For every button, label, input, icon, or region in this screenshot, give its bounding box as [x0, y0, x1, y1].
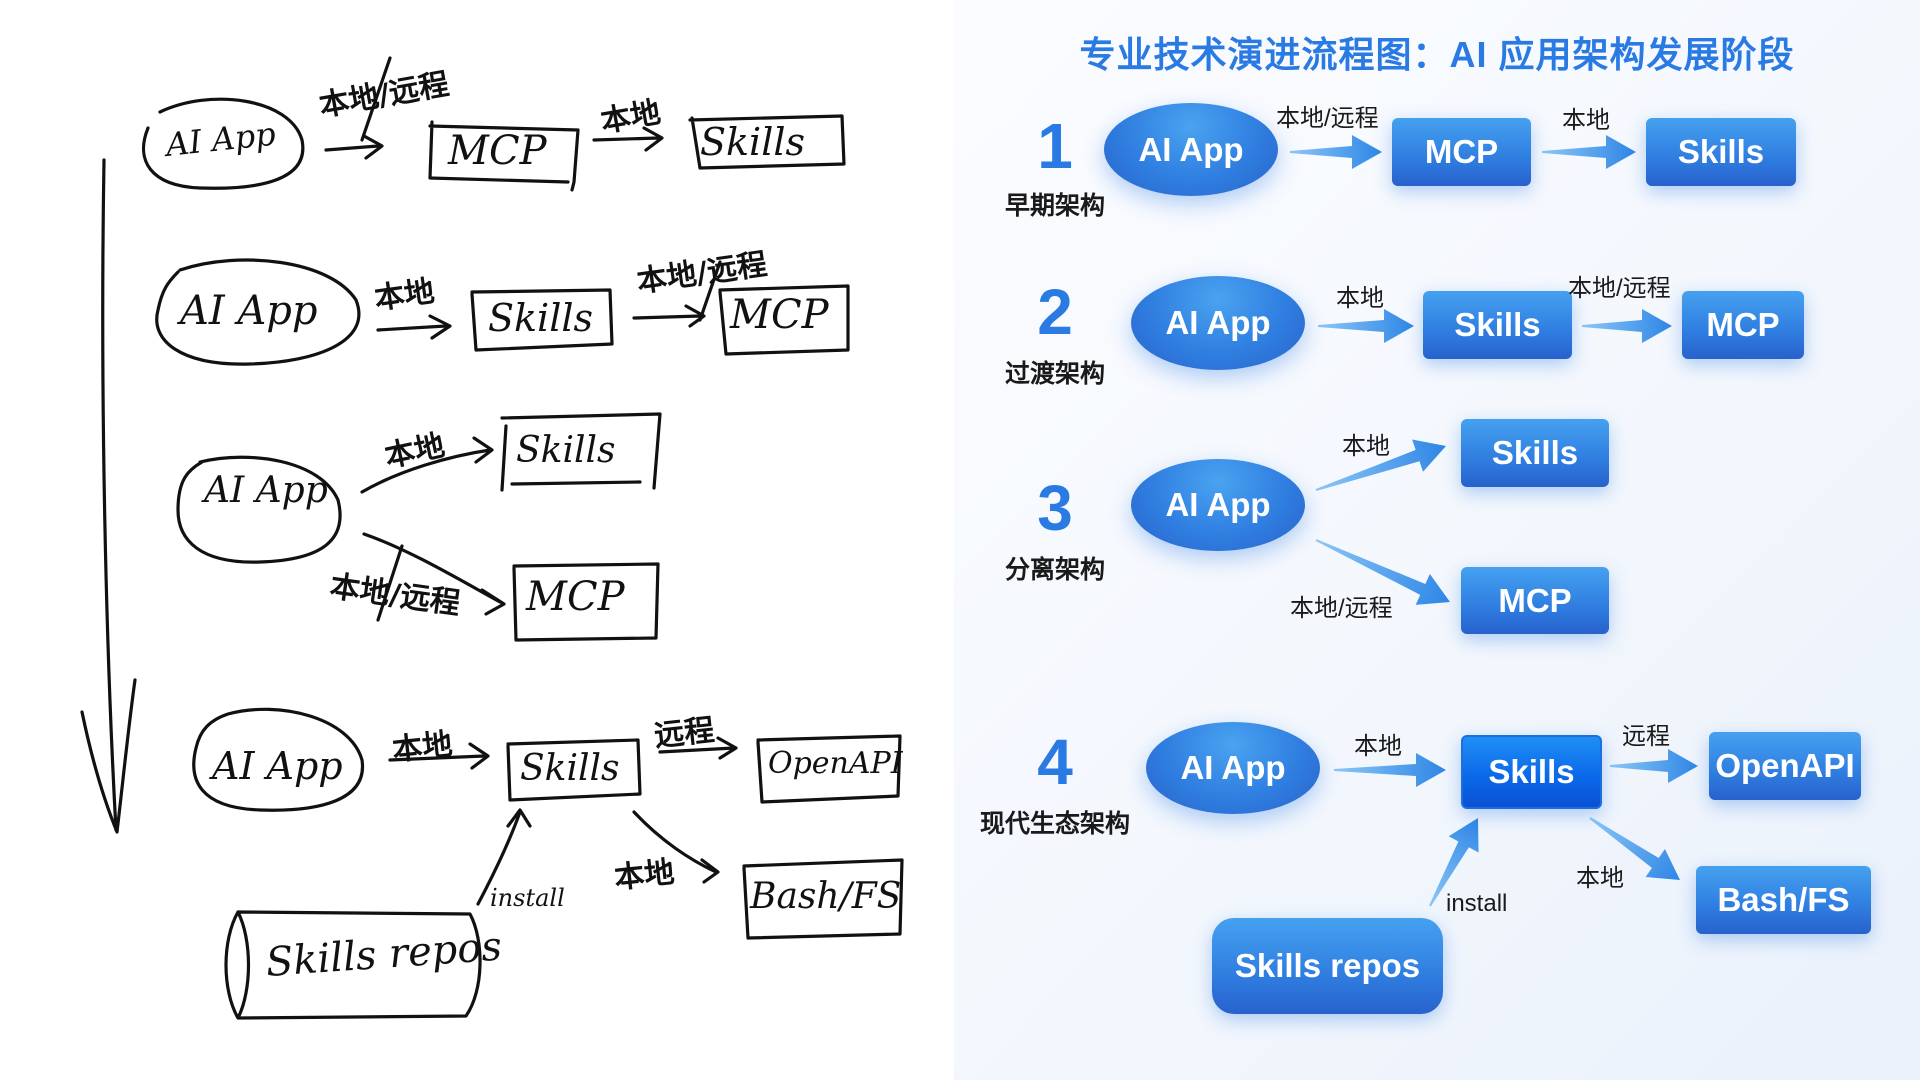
stage3-mcp-node[interactable]: MCP — [1461, 567, 1609, 634]
stage3-number: 3 — [1037, 472, 1073, 544]
stage4-number: 4 — [1037, 726, 1073, 798]
sketch-row1-box2 — [688, 114, 846, 170]
stage3-edge1-label: 本地 — [1342, 433, 1390, 460]
sketch-row4-app-oval — [192, 707, 365, 812]
sketch-row1-node2: Skills — [700, 120, 806, 164]
sketch-row3-box1 — [500, 412, 662, 492]
stage2-number: 2 — [1037, 276, 1073, 348]
stage4-openapi-node[interactable]: OpenAPI — [1709, 732, 1861, 800]
stage1-edge2-label: 本地 — [1562, 107, 1610, 134]
sketch-row4-node-skills: Skills — [520, 748, 620, 789]
stage1-label: 早期架构 — [1004, 192, 1105, 220]
sketch-row3-node1: Skills — [516, 430, 616, 471]
sketch-row2-app-oval — [155, 258, 361, 366]
stage4-label: 现代生态架构 — [979, 810, 1130, 838]
sketch-timeline-line — [101, 158, 118, 832]
sketch-row4-app: AI App — [212, 744, 343, 788]
sketch-timeline-arrowhead — [80, 678, 137, 834]
sketch-row3-slash — [376, 544, 404, 622]
stage4-edge1-label: 本地 — [1354, 733, 1402, 760]
sketch-row1-app-oval — [142, 97, 305, 190]
sketch-row4-edge4-label: install — [490, 884, 565, 912]
stage2-label: 过渡架构 — [1004, 360, 1105, 388]
stage3-label: 分离架构 — [1004, 556, 1105, 584]
stage4-edge4-label: install — [1446, 890, 1508, 917]
sketch-row3-arrow-down — [362, 532, 506, 616]
sketch-row4-edge2-label: 远程 — [652, 712, 717, 755]
sketch-row2-node2: MCP — [730, 292, 829, 338]
stage4-skills-repos-node[interactable]: Skills repos — [1212, 918, 1443, 1014]
sketch-row2-box2 — [718, 284, 850, 356]
stage4-ai-app-node[interactable]: AI App — [1146, 722, 1320, 814]
diagram-title: 专业技术演进流程图：AI 应用架构发展阶段 — [1079, 34, 1795, 75]
sketch-row4-box-openapi — [756, 734, 902, 804]
sketch-row2-node1: Skills — [488, 296, 594, 340]
sketch-row1-arrow1 — [324, 134, 384, 160]
stage4-skills-node[interactable]: Skills — [1461, 735, 1602, 809]
sketch-row4-node-bash: Bash/FS — [750, 876, 902, 917]
hand-drawn-sketch-panel: AI App 本地/远程 MCP 本地 Skills AI App 本地 Ski… — [0, 0, 954, 1080]
sketch-row4-arrow-remote — [658, 736, 738, 760]
sketch-row4-arrow1 — [388, 742, 490, 770]
sketch-row1-node1: MCP — [448, 128, 547, 174]
sketch-row2-arrow2 — [632, 304, 706, 328]
stage4-edge3-label: 本地 — [1576, 865, 1624, 892]
stage2-skills-node[interactable]: Skills — [1423, 291, 1572, 359]
sketch-row2-box1 — [470, 288, 614, 352]
sketch-row3-app-oval — [176, 455, 342, 564]
sketch-row1-slash — [360, 56, 392, 142]
stage1-mcp-node[interactable]: MCP — [1392, 118, 1531, 186]
sketch-strokes — [80, 56, 904, 1020]
sketch-row2-slash — [698, 260, 722, 322]
sketch-row4-repo-cylinder — [224, 910, 482, 1020]
sketch-row4-edge1-label: 本地 — [390, 726, 455, 769]
sketch-row4-arrow-install — [476, 808, 532, 906]
sketch-row1-box1 — [428, 120, 580, 192]
sketch-row4-box-skills — [506, 738, 642, 802]
stage1-skills-node[interactable]: Skills — [1646, 118, 1796, 186]
stage1-number: 1 — [1037, 110, 1073, 182]
stage1-ai-app-node[interactable]: AI App — [1104, 103, 1278, 196]
sketch-row3-box2 — [512, 562, 660, 642]
sketch-row2-app: AI App — [180, 288, 318, 334]
stage2-ai-app-node[interactable]: AI App — [1131, 276, 1305, 370]
sketch-row4-box-bash — [742, 858, 904, 940]
sketch-row3-app: AI App — [204, 470, 328, 511]
stage2-mcp-node[interactable]: MCP — [1682, 291, 1804, 359]
sketch-row4-edge3-label: 本地 — [612, 854, 677, 897]
stage2-edge1-label: 本地 — [1336, 285, 1384, 312]
stage4-bash-fs-node[interactable]: Bash/FS — [1696, 866, 1871, 934]
sketch-row3-node2: MCP — [526, 574, 625, 620]
stage3-ai-app-node[interactable]: AI App — [1131, 459, 1305, 551]
stage4-edge2-label: 远程 — [1622, 723, 1670, 750]
stage2-edge2-label: 本地/远程 — [1568, 275, 1671, 302]
stage1-edge1-label: 本地/远程 — [1276, 105, 1379, 132]
sketch-row4-arrow-local — [632, 810, 720, 884]
sketch-row3-arrow-up — [360, 436, 494, 494]
stage3-skills-node[interactable]: Skills — [1461, 419, 1609, 487]
stage3-edge2-label: 本地/远程 — [1290, 595, 1393, 622]
sketch-row1-arrow2 — [592, 126, 664, 152]
sketch-row4-node-openapi: OpenAPI — [768, 746, 903, 781]
sketch-row2-edge1-label: 本地 — [372, 273, 437, 317]
sketch-row2-arrow1 — [376, 314, 452, 340]
